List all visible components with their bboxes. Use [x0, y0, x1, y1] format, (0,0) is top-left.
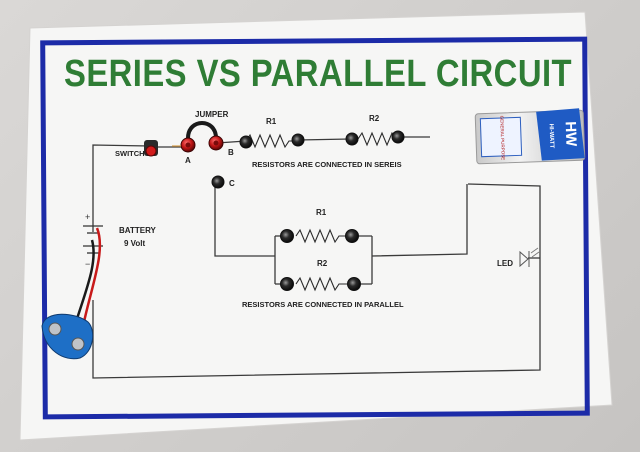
board-title: SERIES VS PARALLEL CIRCUIT	[64, 53, 572, 95]
series-r2-label: R2	[369, 114, 380, 123]
battery-tagline: HI-WATT	[548, 124, 555, 149]
terminal-pins	[211, 130, 405, 291]
nine-volt-battery: HW HI-WATT GENERAL PURPOSE	[474, 108, 586, 165]
jumper-connector	[172, 121, 224, 153]
parallel-resistor-r2	[295, 276, 347, 292]
push-switch	[144, 140, 158, 157]
svg-text:−: −	[85, 259, 90, 269]
battery-side-text: GENERAL PURPOSE	[499, 116, 506, 161]
battery-brand: HW	[562, 121, 580, 147]
series-resistor-r2	[357, 131, 397, 147]
svg-text:+: +	[85, 212, 90, 222]
led-label: LED	[497, 259, 513, 268]
switch-label: SWITCH	[115, 149, 145, 158]
series-caption: RESISTORS ARE CONNECTED IN SEREIS	[252, 160, 402, 169]
white-board	[19, 11, 613, 441]
parallel-r2-label: R2	[317, 259, 328, 268]
terminal-b-label: B	[228, 148, 234, 157]
circuit-wires	[92, 136, 541, 379]
led-symbol	[519, 247, 540, 268]
series-resistor-r1	[245, 133, 295, 149]
parallel-r1-label: R1	[316, 208, 327, 217]
parallel-caption: RESISTORS ARE CONNECTED IN PARALLEL	[242, 300, 404, 309]
series-r1-label: R1	[266, 117, 277, 126]
jumper-label: JUMPER	[195, 110, 229, 119]
terminal-c-label: C	[229, 179, 235, 188]
battery-voltage-label: 9 Volt	[124, 239, 146, 248]
terminal-a-label: A	[185, 156, 191, 165]
battery-clip-wires	[41, 227, 102, 360]
battery-label: BATTERY	[119, 226, 157, 235]
parallel-resistor-r1	[295, 228, 347, 244]
